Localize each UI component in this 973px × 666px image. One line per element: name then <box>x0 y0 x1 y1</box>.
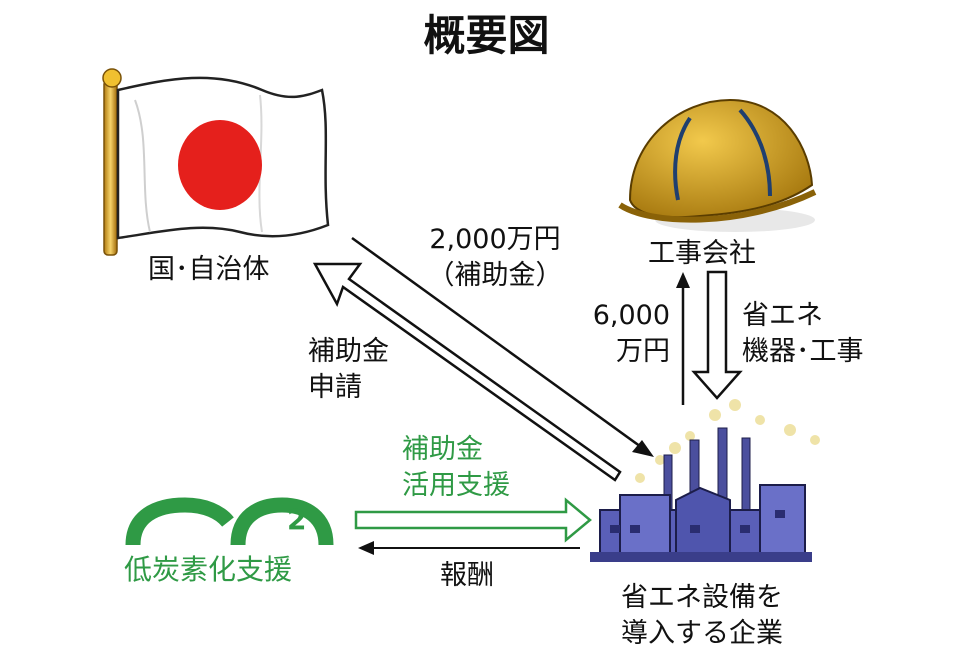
subsidy-application-line1: 補助金 <box>308 334 389 370</box>
support-label: 補助金 活用支援 <box>402 432 510 504</box>
payment-label: 6,000 万円 <box>588 298 670 370</box>
reward-label: 報酬 <box>440 558 494 594</box>
company-label-line1: 省エネ設備を <box>592 580 812 616</box>
support-line1: 補助金 <box>402 432 510 468</box>
hard-hat-icon <box>620 100 815 232</box>
co2-caption: 低炭素化支援 <box>124 552 292 588</box>
support-arrow <box>356 500 590 540</box>
equipment-work-label: 省エネ 機器･工事 <box>742 298 864 370</box>
payment-amount: 6,000 <box>588 298 670 334</box>
subsidy-amount-value: 2,000万円 <box>405 222 585 258</box>
equipment-work-line2: 機器･工事 <box>742 334 864 370</box>
subsidy-amount-label: 2,000万円 （補助金） <box>405 222 585 294</box>
government-label: 国･自治体 <box>148 252 270 288</box>
subsidy-application-label: 補助金 申請 <box>308 334 389 406</box>
contractor-label: 工事会社 <box>648 236 756 272</box>
subsidy-application-line2: 申請 <box>308 370 389 406</box>
equipment-work-arrow <box>694 272 740 398</box>
reward-arrow <box>358 541 580 555</box>
support-line2: 活用支援 <box>402 468 510 504</box>
co2-subscript: 2 <box>287 502 337 538</box>
payment-unit: 万円 <box>588 334 670 370</box>
payment-arrow <box>676 272 690 405</box>
japan-flag-icon <box>103 69 328 255</box>
equipment-work-line1: 省エネ <box>742 298 864 334</box>
company-label-line2: 導入する企業 <box>592 616 812 652</box>
subsidy-amount-note: （補助金） <box>405 258 585 294</box>
factory-icon <box>590 399 820 562</box>
company-label: 省エネ設備を 導入する企業 <box>592 580 812 652</box>
